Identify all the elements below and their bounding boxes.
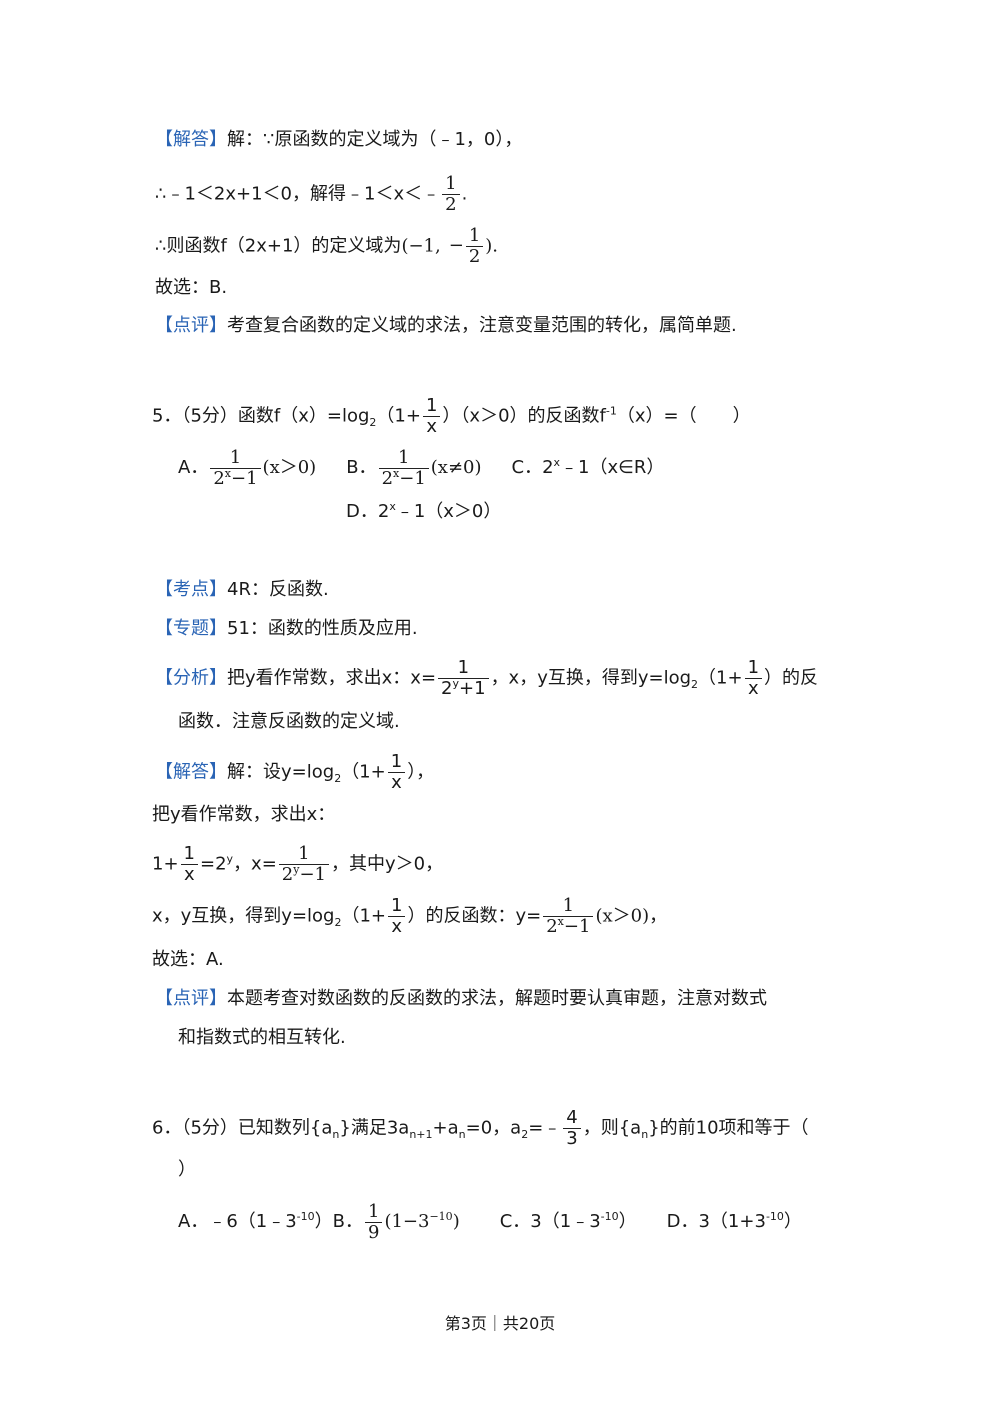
q4-answer-line: 【解答】解：∵原函数的定义域为（﹣1，0）， [155,129,523,150]
q5-review-cont: 和指数式的相互转化. [178,1027,346,1048]
q4-choice: 故选：B. [155,277,228,298]
q5-review: 【点评】本题考查对数函数的反函数的求法，解题时要认真审题，注意对数式 [155,988,767,1009]
q5-knowledge-point: 【考点】4R：反函数. [155,579,329,600]
q4-review: 【点评】考查复合函数的定义域的求法，注意变量范围的转化，属简单题. [155,315,737,336]
option-d[interactable]: D．3（1+3-10） [666,1210,802,1233]
page-footer: 第3页｜共20页 [444,1314,556,1333]
q6-stem-cont: ） [178,1159,196,1180]
q5-analysis-cont: 函数．注意反函数的定义域. [178,711,400,732]
q5-choice: 故选：A. [152,949,224,970]
review-tag: 【点评】 [155,315,227,336]
option-d[interactable]: D．2x﹣1（x＞0） [346,500,502,522]
option-a[interactable]: A．﹣6（1﹣3-10） [178,1210,333,1233]
q5-solution-step2: 把y看作常数，求出x： [152,804,336,825]
option-c[interactable]: C．3（1﹣3-10） [499,1210,637,1233]
q5-topic: 【专题】51：函数的性质及应用. [155,618,418,639]
option-c[interactable]: C．2x﹣1（x∈R） [511,456,665,479]
answer-tag: 【解答】 [155,129,227,150]
